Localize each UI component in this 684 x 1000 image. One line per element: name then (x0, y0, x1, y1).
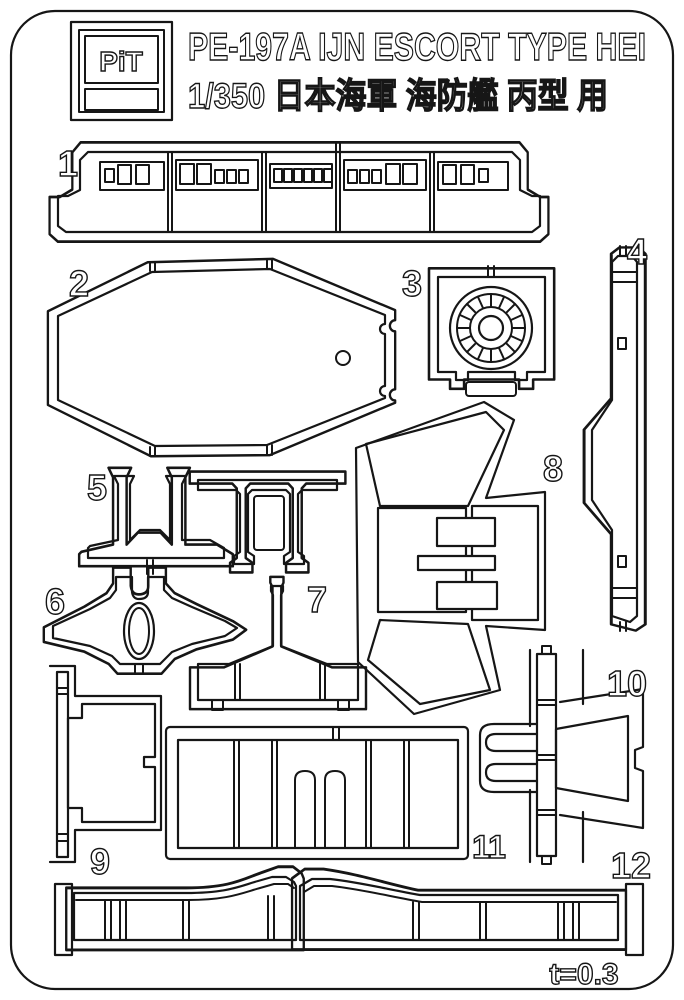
part-number: 8 (543, 448, 563, 489)
door-slot (324, 770, 346, 849)
fold-tab (416, 554, 497, 572)
attachment-tab (487, 265, 495, 278)
part-number: 1 (58, 143, 78, 184)
part-outline (66, 702, 157, 824)
base-dividers (211, 663, 350, 711)
trapezoid-bell (554, 714, 630, 803)
part-outline (176, 738, 460, 850)
header: PiT PE-197A IJN ESCORT TYPE HEI 1/350 日本… (69, 20, 647, 122)
part-outline (196, 478, 339, 566)
attachment-tab (332, 727, 340, 741)
attachment-tab (335, 141, 341, 153)
part-outline-left (72, 875, 298, 942)
part-number: 5 (87, 467, 107, 508)
part-outline (56, 150, 542, 234)
cutout-outline (48, 141, 550, 243)
hole (617, 555, 627, 568)
part-outline (86, 474, 226, 560)
part-outline (590, 254, 639, 624)
fork-prong (484, 762, 539, 783)
cutout-outline (164, 725, 470, 861)
fan-spokes (456, 293, 526, 363)
cutout-gap (253, 495, 285, 551)
part-6-oval-bracket: 6 (42, 566, 248, 676)
cutout-outline (48, 664, 163, 864)
part-number: 10 (607, 663, 647, 704)
part-2-deck-platform: 2 (46, 257, 397, 458)
logo-text: PiT (99, 46, 143, 77)
part-1-bridge-strip: 1 (48, 141, 550, 243)
part-11-deckhouse-wall: 11 (164, 725, 507, 866)
door-slot (294, 770, 316, 849)
part-4-side-strip: 4 (582, 230, 648, 633)
fold-tab (435, 516, 497, 548)
hull-dividers (104, 895, 580, 941)
oval-hole-outer (122, 601, 156, 661)
part-5-mast-supports: 5 (77, 466, 347, 575)
end-cap-right (624, 882, 645, 957)
panel-dividers (167, 151, 435, 233)
bar-ticks (536, 645, 557, 865)
part-outline (436, 275, 547, 382)
top-panel (364, 410, 506, 508)
deck-lines (75, 883, 617, 903)
wall-dividers (233, 739, 410, 849)
oval-hole-inner (128, 607, 150, 655)
part-9-stepped-bracket: 9 (48, 664, 163, 883)
part-number: 11 (472, 829, 506, 865)
part-number: 2 (69, 263, 89, 304)
cutout-outline (478, 648, 645, 864)
part-8-superstructure-panels: 8 (354, 400, 564, 716)
part-number: 12 (611, 845, 651, 886)
fork-prong (484, 732, 539, 753)
part-number: 4 (627, 231, 647, 272)
scale-title: 1/350 日本海軍 海防艦 丙型 用 (188, 77, 608, 116)
part-outline-right (298, 877, 620, 942)
part-outline (56, 267, 387, 448)
attachment-tabs (149, 258, 273, 457)
cutout-outline (354, 400, 547, 716)
sheet-border (9, 9, 675, 991)
part-7-mast: 7 (188, 575, 368, 711)
fold-lines (611, 271, 638, 599)
radial-fan (448, 285, 534, 371)
part-12-hull-strips: 12 t=0.3 (53, 844, 652, 992)
side-bar (55, 670, 70, 859)
cutout-outline (46, 257, 397, 458)
pit-road-logo: PiT (69, 20, 174, 122)
product-title: PE-197A IJN ESCORT TYPE HEI (188, 26, 646, 69)
window-strips (99, 159, 509, 191)
attachment-tab (134, 663, 144, 675)
bottom-tab (465, 381, 517, 397)
bar-ticks (56, 687, 69, 842)
attachment-tab (619, 245, 627, 632)
fold-tab (435, 580, 499, 611)
thickness-note: t=0.3 (549, 958, 618, 991)
part-number: 7 (307, 579, 327, 620)
bottom-panel (366, 618, 492, 706)
part-number: 3 (402, 263, 422, 304)
part-number: 6 (45, 581, 65, 622)
end-cap-left (53, 882, 74, 957)
part-10-funnel-cap: 10 (478, 645, 648, 865)
hole (617, 337, 627, 350)
hole (335, 350, 351, 366)
part-3-fan-plate: 3 (401, 262, 556, 397)
part-number: 9 (90, 841, 110, 882)
